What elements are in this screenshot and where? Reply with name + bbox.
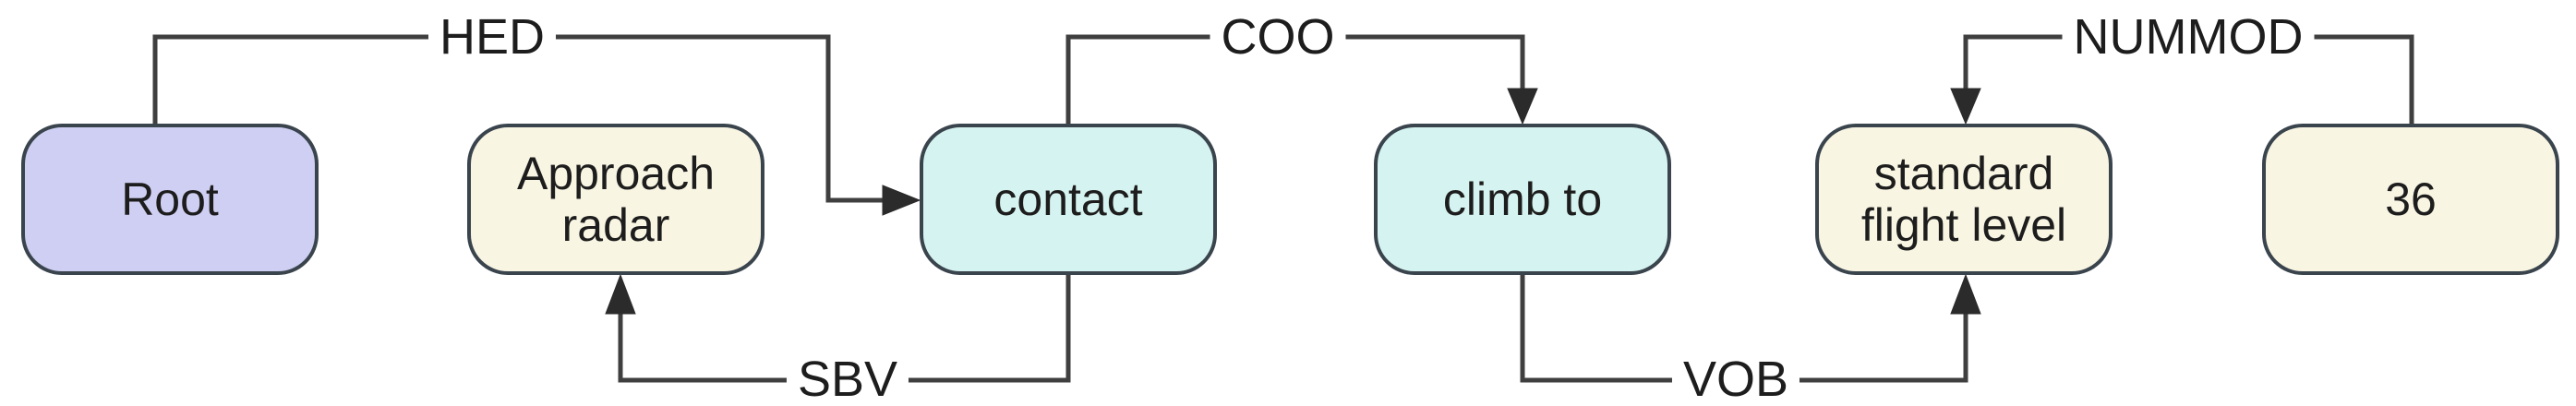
node-36-label: 36 [2385,173,2437,225]
arrowhead-up-sbv [605,273,636,315]
edge-label-hed: HED [427,12,557,62]
node-approach-radar-label: Approach radar [516,148,716,251]
edge-label-sbv: SBV [786,354,909,404]
arrowhead-down-coo [1507,88,1538,125]
node-root-label: Root [121,173,219,225]
arrowhead-up-vob [1950,273,1981,315]
node-contact-label: contact [993,173,1143,225]
edge-hed [152,34,921,216]
node-approach-radar: Approach radar [467,124,764,275]
edge-label-nummod: NUMMOD [2062,12,2315,62]
node-climb-to-label: climb to [1442,173,1603,225]
node-contact: contact [920,124,1217,275]
arrowhead-right-hed [882,185,921,216]
node-climb-to: climb to [1374,124,1671,275]
node-36: 36 [2262,124,2559,275]
node-standard-flight-level: standard flight level [1815,124,2113,275]
edge-label-coo: COO [1210,12,1346,62]
node-root: Root [21,124,319,275]
arrowhead-down-nummod [1950,88,1981,125]
edge-label-vob: VOB [1671,354,1800,404]
node-standard-flight-level-label: standard flight level [1860,148,2067,251]
